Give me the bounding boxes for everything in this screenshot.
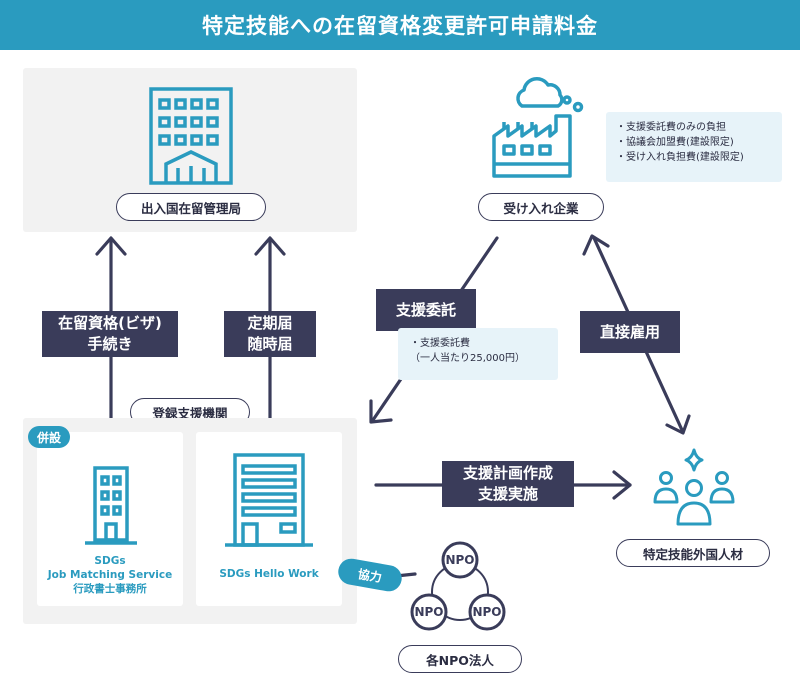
visa-line: 在留資格(ビザ) <box>58 314 162 332</box>
plan-line: 支援実施 <box>477 485 538 503</box>
hello-work-unit <box>196 432 342 606</box>
npo-node-text: NPO <box>414 605 443 619</box>
npo-node-text: NPO <box>472 605 501 619</box>
hello-work-caption: SDGs Hello Work <box>196 567 342 581</box>
plan-label: 支援計画作成 支援実施 <box>442 461 574 507</box>
job-matching-caption: SDGs Job Matching Service 行政書士事務所 <box>37 554 183 596</box>
job-matching-unit <box>37 432 183 606</box>
company-cost-note: 支援委託費のみの負担 協議会加盟費(建設限定) 受け入れ負担費(建設限定) <box>606 112 782 182</box>
cost-item: 支援委託費のみの負担 <box>616 120 772 135</box>
worker-label: 特定技能外国人材 <box>616 539 770 567</box>
immigration-label: 出入国在留管理局 <box>116 193 266 221</box>
people-group-icon <box>653 448 735 526</box>
report-label: 定期届 随時届 <box>224 311 316 357</box>
caption-line: Job Matching Service <box>47 569 173 581</box>
factory-icon <box>492 77 584 178</box>
fee-item: ・支援委託費 <box>410 338 470 349</box>
fee-amount: （一人当たり25,000円） <box>410 353 525 364</box>
employment-line: 直接雇用 <box>599 322 660 341</box>
employment-label: 直接雇用 <box>580 311 680 353</box>
outsource-line: 支援委託 <box>395 300 456 319</box>
government-building-icon <box>149 87 233 185</box>
cost-item: 受け入れ負担費(建設限定) <box>616 150 772 165</box>
report-line: 随時届 <box>247 335 293 353</box>
visa-line: 手続き <box>87 335 133 353</box>
page-title: 特定技能への在留資格変更許可申請料金 <box>0 0 800 50</box>
npo-label: 各NPO法人 <box>398 645 522 673</box>
outsource-fee-note: ・支援委託費 （一人当たり25,000円） <box>398 328 558 380</box>
npo-node-text: NPO <box>445 553 474 567</box>
visa-procedure-label: 在留資格(ビザ) 手続き <box>42 311 178 357</box>
report-line: 定期届 <box>247 314 293 332</box>
hello-work-building-icon <box>225 453 313 547</box>
cost-item: 協議会加盟費(建設限定) <box>616 135 772 150</box>
plan-line: 支援計画作成 <box>462 464 553 482</box>
caption-line: SDGs <box>94 555 126 567</box>
caption-line: SDGs Hello Work <box>219 568 319 580</box>
combined-badge: 併設 <box>28 426 70 448</box>
outsource-label: 支援委託 <box>376 289 476 331</box>
company-label: 受け入れ企業 <box>478 193 604 221</box>
office-building-icon <box>85 466 137 545</box>
npo-network-icon: NPO NPO NPO <box>410 541 506 631</box>
caption-line: 行政書士事務所 <box>73 583 147 595</box>
